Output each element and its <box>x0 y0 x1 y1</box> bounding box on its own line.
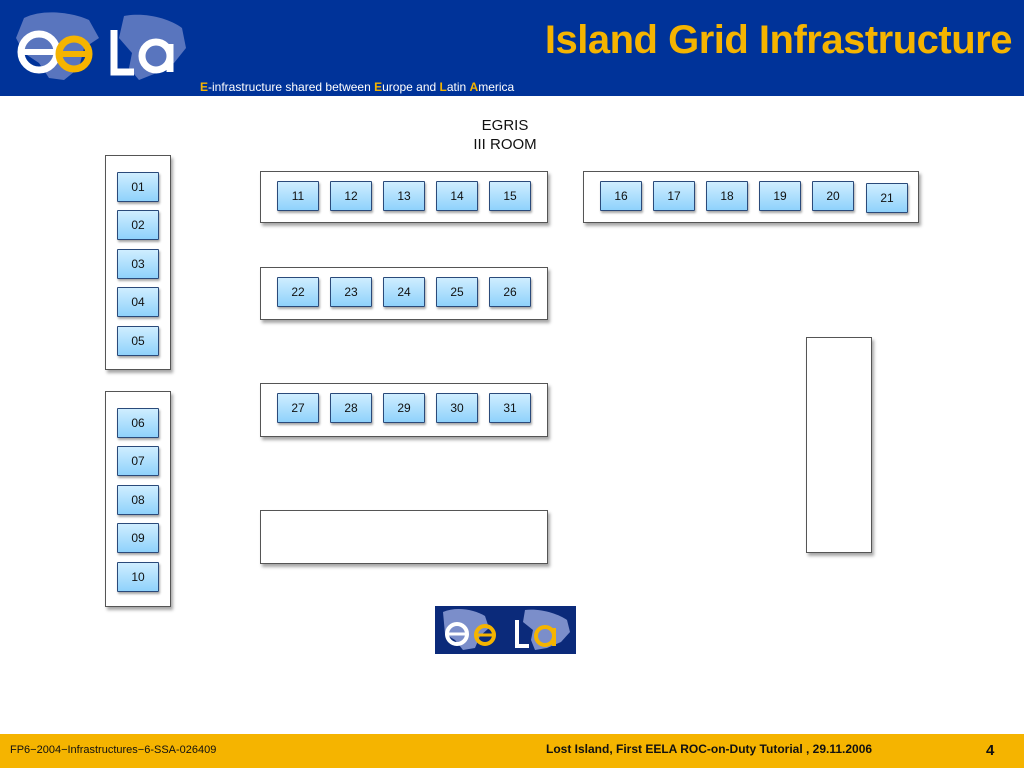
node-box: 11 <box>277 181 319 211</box>
node-box: 06 <box>117 408 159 438</box>
header-banner: Island Grid Infrastructure E-infrastruct… <box>0 0 1024 96</box>
page-title: Island Grid Infrastructure <box>544 18 1013 62</box>
rack-empty-vertical <box>806 337 872 553</box>
node-box: 21 <box>866 183 908 213</box>
node-box: 07 <box>117 446 159 476</box>
node-box: 31 <box>489 393 531 423</box>
eela-small-logo-icon <box>435 606 576 654</box>
node-box: 04 <box>117 287 159 317</box>
node-box: 02 <box>117 210 159 240</box>
node-box: 09 <box>117 523 159 553</box>
node-box: 16 <box>600 181 642 211</box>
node-box: 17 <box>653 181 695 211</box>
node-box: 03 <box>117 249 159 279</box>
room-label-line1: EGRIS <box>481 117 529 134</box>
node-box: 26 <box>489 277 531 307</box>
node-box: 05 <box>117 326 159 356</box>
node-box: 14 <box>436 181 478 211</box>
node-box: 01 <box>117 172 159 202</box>
rack-row1-b: 16 17 18 19 20 21 <box>583 171 919 223</box>
node-box: 10 <box>117 562 159 592</box>
rack-empty-horizontal <box>260 510 548 564</box>
node-box: 12 <box>330 181 372 211</box>
node-box: 22 <box>277 277 319 307</box>
node-box: 13 <box>383 181 425 211</box>
room-label: EGRIS III ROOM <box>440 116 570 154</box>
node-box: 19 <box>759 181 801 211</box>
node-box: 30 <box>436 393 478 423</box>
node-box: 15 <box>489 181 531 211</box>
node-box: 08 <box>117 485 159 515</box>
node-box: 18 <box>706 181 748 211</box>
footer-event: Lost Island, First EELA ROC-on-Duty Tuto… <box>546 742 873 756</box>
footer-project-code: FP6−2004−Infrastructures−6-SSA-026409 <box>10 744 217 756</box>
eela-logo-icon <box>16 12 186 81</box>
node-box: 25 <box>436 277 478 307</box>
rack-row3: 27 28 29 30 31 <box>260 383 548 437</box>
node-box: 23 <box>330 277 372 307</box>
rack-row1-a: 11 12 13 14 15 <box>260 171 548 223</box>
node-box: 27 <box>277 393 319 423</box>
node-box: 29 <box>383 393 425 423</box>
rack-left-bottom: 06 07 08 09 10 <box>105 391 171 607</box>
page-number: 4 <box>986 742 995 759</box>
room-label-line2: III ROOM <box>473 136 537 153</box>
rack-row2: 22 23 24 25 26 <box>260 267 548 320</box>
footer-bar: FP6−2004−Infrastructures−6-SSA-026409 Lo… <box>0 734 1024 768</box>
subtitle: E-infrastructure shared between Europe a… <box>200 80 515 94</box>
node-box: 24 <box>383 277 425 307</box>
node-box: 20 <box>812 181 854 211</box>
rack-left-top: 01 02 03 04 05 <box>105 155 171 370</box>
node-box: 28 <box>330 393 372 423</box>
